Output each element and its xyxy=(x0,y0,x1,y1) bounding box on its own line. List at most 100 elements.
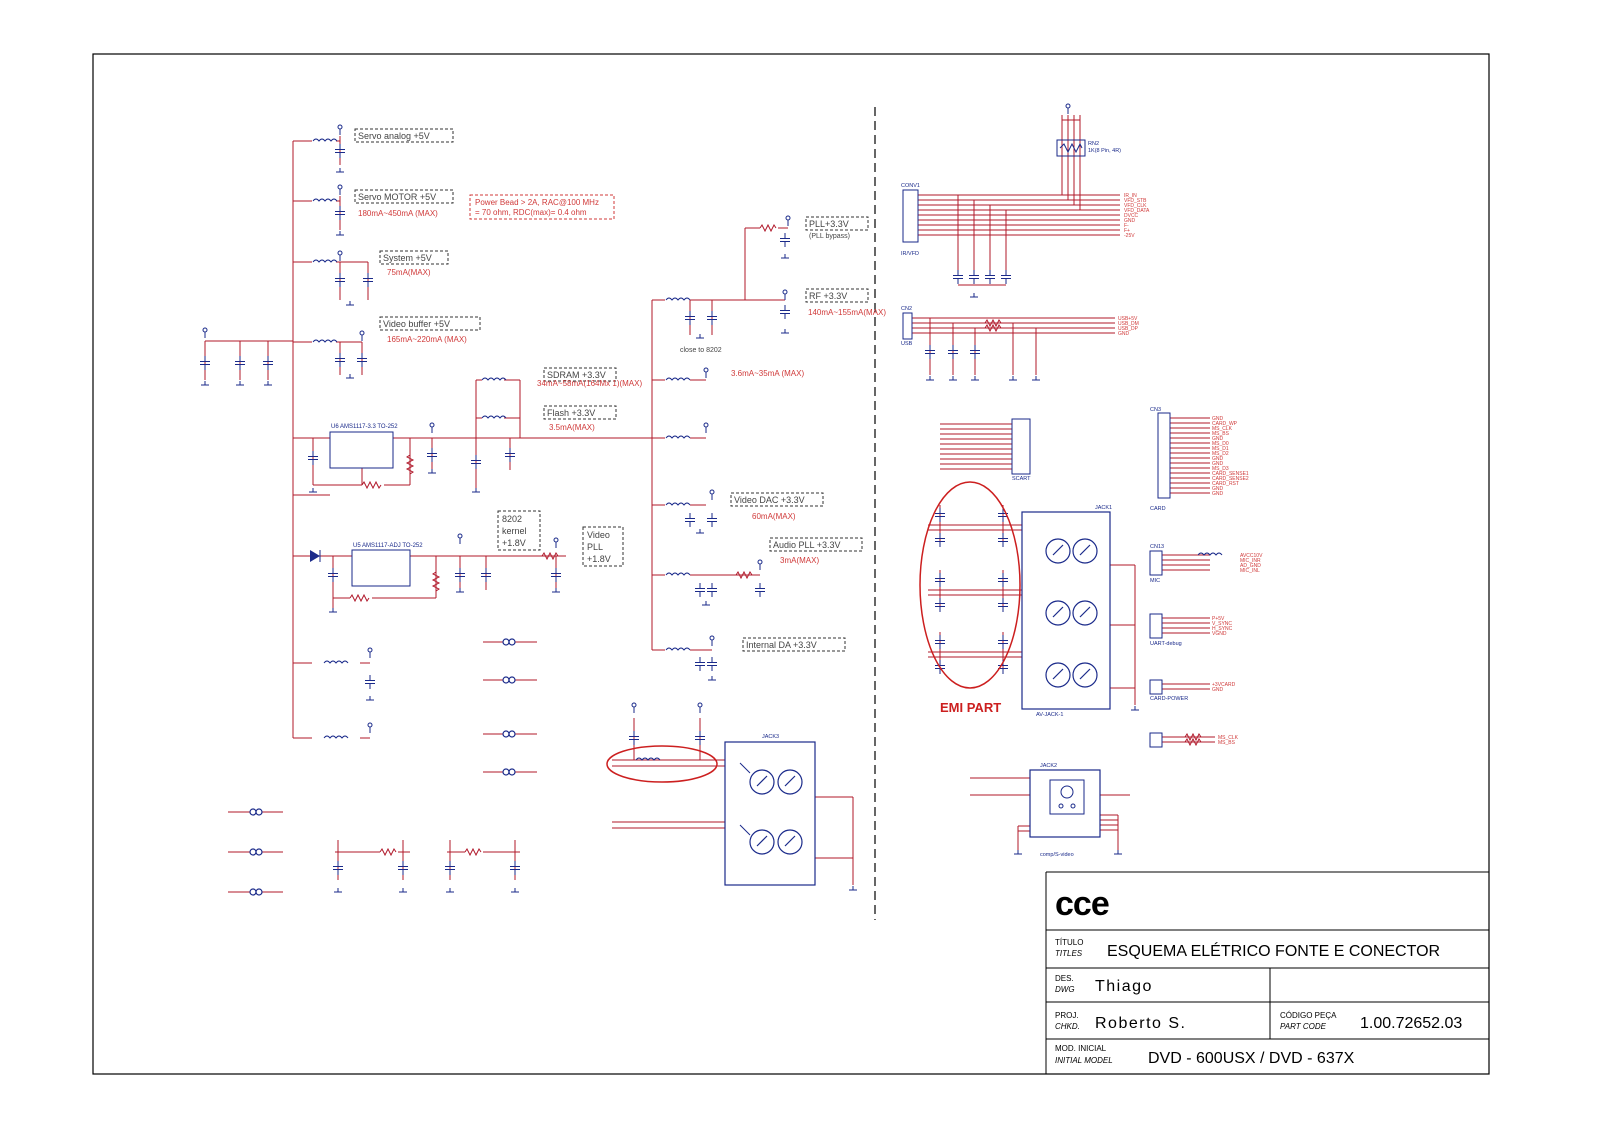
emi-ellipse-jack3 xyxy=(606,745,718,783)
svg-text:MIC_INR: MIC_INR xyxy=(1240,558,1261,564)
label-scart: SCART xyxy=(1012,476,1031,482)
label-rn2-val: 1K(8 Pin, 4R) xyxy=(1088,148,1121,154)
svg-text:CÓDIGO PEÇA: CÓDIGO PEÇA xyxy=(1280,1011,1337,1020)
svg-text:P+5V: P+5V xyxy=(1212,616,1225,622)
svg-text:CARD_RST: CARD_RST xyxy=(1212,481,1239,487)
label-audio-pll: Audio PLL +3.3V xyxy=(773,540,840,550)
jack1-body xyxy=(1021,511,1111,710)
svg-text:MOD. INICIAL: MOD. INICIAL xyxy=(1055,1044,1107,1053)
label-kernel-3: +1.8V xyxy=(502,538,526,548)
checker-name: Roberto S. xyxy=(1095,1015,1186,1032)
net-labels-uart: P+5V V_SYNC H_SYNC VGND xyxy=(1212,616,1233,637)
note-line-1: Power Bead > 2A, RAC@100 MHz xyxy=(475,198,599,207)
svg-text:GND: GND xyxy=(1212,416,1224,422)
label-close-to: close to 8202 xyxy=(680,347,722,354)
svg-text:MIC_INL: MIC_INL xyxy=(1240,568,1260,574)
label-rf: RF +3.3V xyxy=(809,291,847,301)
svg-text:GND: GND xyxy=(1212,461,1224,467)
part-code: 1.00.72652.03 xyxy=(1360,1015,1462,1032)
label-pll-note: (PLL bypass) xyxy=(809,233,850,240)
power-bead-note-box xyxy=(469,194,615,220)
svg-text:MS_CLK: MS_CLK xyxy=(1212,426,1233,432)
svg-text:F+: F+ xyxy=(1124,228,1130,234)
emi-ellipse xyxy=(919,481,1021,689)
svg-text:USB_DP: USB_DP xyxy=(1118,326,1139,332)
label-u6: U6 AMS1117-3.3 TO-252 xyxy=(331,424,398,430)
svg-text:+3VCARD: +3VCARD xyxy=(1212,682,1236,688)
label-vpll-2: PLL xyxy=(587,542,603,552)
label-jack2: JACK2 xyxy=(1040,763,1057,769)
sheet-border xyxy=(92,53,1490,1075)
label-system: System +5V xyxy=(383,253,432,263)
current-audio-pll: 3mA(MAX) xyxy=(780,556,819,565)
svg-text:GND: GND xyxy=(1212,491,1224,497)
company-logo: cce xyxy=(1055,885,1109,923)
svg-text:MS_CLK: MS_CLK xyxy=(1218,735,1239,741)
net-labels-vfd: IR_IN VFD_STB VFD_CLK VFD_DATA DVCC GND … xyxy=(1124,193,1150,239)
label-pll: PLL+3.3V xyxy=(809,219,849,229)
label-cn13: CN13 xyxy=(1150,544,1164,550)
net-labels-card: GND CARD_WP MS_CLK MS_BS GND MS_D0 MS_D1… xyxy=(1212,416,1249,497)
section-labels: Servo analog +5V Servo MOTOR +5V System … xyxy=(358,131,850,650)
current-labels: 180mA~450mA (MAX) 75mA(MAX) 165mA~220mA … xyxy=(358,209,886,565)
svg-text:CARD_SENSE1: CARD_SENSE1 xyxy=(1212,471,1249,477)
label-cardpower: CARD-POWER xyxy=(1150,696,1188,702)
emi-label: EMI PART xyxy=(940,700,1001,715)
model-name: DVD - 600USX / DVD - 637X xyxy=(1148,1050,1355,1067)
connector-wiring xyxy=(912,115,1215,850)
current-servo-motor: 180mA~450mA (MAX) xyxy=(358,209,438,218)
svg-text:GND: GND xyxy=(1212,456,1224,462)
title-block xyxy=(1045,871,1489,1074)
svg-text:GND: GND xyxy=(1212,486,1224,492)
svg-text:DES.: DES. xyxy=(1055,974,1074,983)
label-vpll-1: Video xyxy=(587,530,610,540)
label-u5: U5 AMS1117-ADJ TO-252 xyxy=(353,543,423,549)
current-system: 75mA(MAX) xyxy=(387,268,431,277)
net-labels-cardpower: +3VCARD GND xyxy=(1212,682,1236,693)
label-video-dac: Video DAC +3.3V xyxy=(734,495,805,505)
power-components xyxy=(199,124,858,896)
label-internal-da: Internal DA +3.3V xyxy=(746,640,817,650)
label-cn3: CN3 xyxy=(1150,407,1161,413)
label-servo-analog: Servo analog +5V xyxy=(358,131,430,141)
label-irvfd: IR/VFD xyxy=(901,251,919,257)
label-vpll-3: +1.8V xyxy=(587,554,611,564)
svg-text:F-: F- xyxy=(1124,223,1129,229)
svg-text:VFD_CLK: VFD_CLK xyxy=(1124,203,1147,209)
svg-text:GND: GND xyxy=(1212,436,1224,442)
current-svcard: 3.6mA~35mA (MAX) xyxy=(731,369,804,378)
label-usb: USB xyxy=(901,341,913,347)
label-video-buffer: Video buffer +5V xyxy=(383,319,450,329)
svg-text:CHKD.: CHKD. xyxy=(1055,1022,1080,1031)
svg-text:USB_DM: USB_DM xyxy=(1118,321,1139,327)
label-jack1: JACK1 xyxy=(1095,505,1112,511)
label-rn2: RN2 xyxy=(1088,141,1099,147)
svg-text:CARD_SENSE2: CARD_SENSE2 xyxy=(1212,476,1249,482)
svg-text:VFD_DATA: VFD_DATA xyxy=(1124,208,1150,214)
net-labels-mic: AVCC10V MIC_INR AD_GND MIC_INL xyxy=(1240,553,1263,574)
svg-text:AVCC10V: AVCC10V xyxy=(1240,553,1263,559)
svg-text:TÍTULO: TÍTULO xyxy=(1055,938,1083,947)
svg-text:PART CODE: PART CODE xyxy=(1280,1022,1327,1031)
svg-text:CARD_WP: CARD_WP xyxy=(1212,421,1238,427)
svg-text:GND: GND xyxy=(1212,687,1224,693)
svg-text:MS_D3: MS_D3 xyxy=(1212,466,1229,472)
svg-text:USB+5V: USB+5V xyxy=(1118,316,1138,322)
designer-name: Thiago xyxy=(1095,978,1153,995)
regulator-labels: U6 AMS1117-3.3 TO-252 U5 AMS1117-ADJ TO-… xyxy=(331,424,423,549)
current-rf: 140mA~155mA(MAX) xyxy=(808,308,886,317)
power-wiring xyxy=(204,136,854,893)
label-conv1: CONV1 xyxy=(901,183,920,189)
svg-text:GND: GND xyxy=(1124,218,1136,224)
drawing-title: ESQUEMA ELÉTRICO FONTE E CONECTOR xyxy=(1107,941,1440,960)
svg-text:-25V: -25V xyxy=(1124,233,1135,239)
svg-text:GND: GND xyxy=(1118,331,1130,337)
label-card: CARD xyxy=(1150,506,1166,512)
svg-text:TITLES: TITLES xyxy=(1055,949,1083,958)
svg-text:VFD_STB: VFD_STB xyxy=(1124,198,1147,204)
section-boxes xyxy=(354,128,869,652)
title-block-values: ESQUEMA ELÉTRICO FONTE E CONECTOR Thiago… xyxy=(1095,941,1462,1067)
current-video-dac: 60mA(MAX) xyxy=(752,512,796,521)
note-line-2: = 70 ohm, RDC(max)= 0.4 ohm xyxy=(475,208,587,217)
